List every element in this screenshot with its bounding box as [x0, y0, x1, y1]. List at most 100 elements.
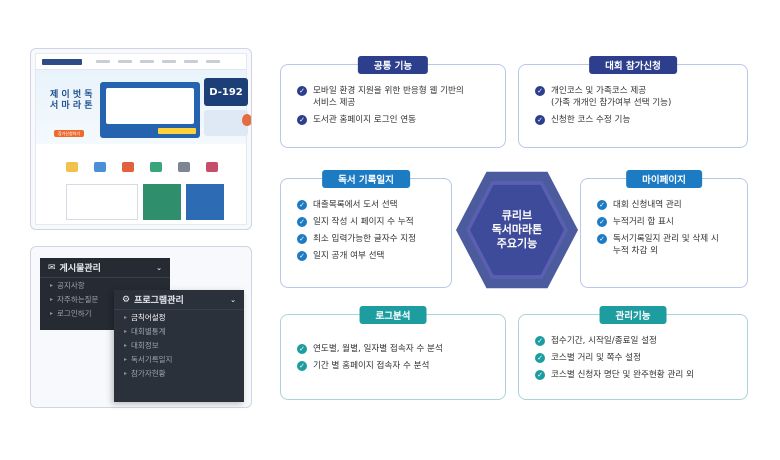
feature-text: 일지 작성 시 페이지 수 누적 [313, 217, 414, 227]
card-title: 로그분석 [359, 306, 427, 324]
feature-text: 코스별 거리 및 쪽수 설정 [551, 353, 641, 363]
feature-item: ✓ 일지 작성 시 페이지 수 누적 [297, 216, 441, 228]
chevron-down-icon: ⌄ [156, 263, 162, 272]
quick-icon[interactable] [122, 162, 134, 172]
feature-item: ✓ 접수기간, 시작일/종료일 설정 [535, 335, 737, 347]
admin-menu-posts-header[interactable]: ✉게시물관리 ⌄ [40, 258, 170, 278]
feature-text: 접수기간, 시작일/종료일 설정 [551, 336, 657, 346]
admin-menu-item-label: 참가자현황 [131, 368, 166, 378]
admin-menu-item[interactable]: ▸자주하는질문 [40, 292, 170, 306]
quick-icon[interactable] [150, 162, 162, 172]
card-common-features: 공통 기능 ✓모바일 환경 지원을 위한 반응형 웹 기반의 서비스 제공 ✓ 도… [280, 56, 506, 148]
admin-menu-item-label: 로그인하기 [57, 308, 92, 318]
dday-info-box [204, 110, 248, 136]
check-icon: ✓ [597, 234, 607, 244]
website-header [36, 54, 246, 70]
feature-item: ✓ 기간 별 홈페이지 접속자 수 분석 [297, 360, 495, 372]
feature-item: ✓신청한 코스 수정 기능 [535, 114, 737, 126]
admin-menu-item[interactable]: ▸독서기록일지 [114, 352, 244, 366]
check-icon: ✓ [297, 200, 307, 210]
chevron-down-icon: ⌄ [230, 295, 236, 304]
admin-menu-item-label: 공지사항 [57, 280, 85, 290]
feature-item: ✓ 도서관 홈페이지 로그인 연동 [297, 114, 495, 126]
card-registration: 대회 참가신청 ✓ 개인코스 및 가족코스 제공 (가족 개개인 참가여부 선택 … [518, 56, 748, 148]
feature-item: ✓대회 신청내역 관리 [597, 199, 737, 211]
content-box [143, 184, 181, 220]
card-reading-log: 독서 기록일지 ✓대출목록에서 도서 선택 ✓일지 작성 시 페이지 수 누적 … [280, 170, 452, 288]
hero-title: 제 이 벗 독 서 마 라 톤 [50, 90, 93, 111]
quick-icon[interactable] [94, 162, 106, 172]
check-icon: ✓ [535, 353, 545, 363]
card-title: 공통 기능 [357, 56, 429, 74]
quick-icon[interactable] [178, 162, 190, 172]
admin-menu-item-label: 독서기록일지 [131, 354, 173, 364]
admin-menu-item[interactable]: ▸대회별통계 [114, 324, 244, 338]
card-title: 관리기능 [599, 306, 667, 324]
card-management: 관리기능 ✓ 접수기간, 시작일/종료일 설정 ✓ 코스별 거리 및 쪽수 설정 ✓… [518, 306, 748, 400]
feature-item: ✓ 개인코스 및 가족코스 제공 (가족 개개인 참가여부 선택 기능) [535, 85, 737, 109]
admin-menu-programs: ⚙프로그램관리 ⌄ ▸금칙어설정 ▸대회별통계 ▸대회정보 ▸독서기록일지 ▸참… [114, 290, 244, 402]
check-icon: ✓ [535, 86, 545, 96]
feature-text: 개인코스 및 가족코스 제공 (가족 개개인 참가여부 선택 기능) [551, 86, 672, 108]
quick-icon[interactable] [206, 162, 218, 172]
admin-menu-programs-header[interactable]: ⚙프로그램관리 ⌄ [114, 290, 244, 310]
balloon-icon [242, 114, 251, 126]
check-icon: ✓ [297, 217, 307, 227]
hero-apply-button[interactable]: 참가신청하기 [54, 130, 84, 137]
feature-text: 도서관 홈페이지 로그인 연동 [313, 115, 417, 125]
caret-right-icon: ▸ [50, 281, 54, 289]
feature-item: ✓ 코스별 신청자 명단 및 완주현황 관리 외 [535, 369, 737, 381]
feature-text: 신청한 코스 수정 기능 [551, 115, 631, 125]
website-content-boxes [66, 184, 224, 220]
check-icon: ✓ [297, 115, 307, 125]
feature-text: 연도별, 월별, 일자별 접속자 수 분석 [313, 344, 443, 354]
feature-item: ✓ 누적거리 합 표시 [597, 216, 737, 228]
caret-right-icon: ▸ [50, 309, 54, 317]
admin-menu-item[interactable]: ▸참가자현황 [114, 366, 244, 380]
website-hero-banner: 제 이 벗 독 서 마 라 톤 D-192 [36, 70, 251, 144]
feature-text: 누적거리 합 표시 [613, 217, 674, 227]
card-title: 마이페이지 [626, 170, 702, 188]
admin-menu-item[interactable]: ▸대회정보 [114, 338, 244, 352]
feature-item: ✓연도별, 월별, 일자별 접속자 수 분석 [297, 343, 495, 355]
card-title: 대회 참가신청 [589, 56, 677, 74]
admin-menu-item[interactable]: ▸로그인하기 [40, 306, 170, 320]
check-icon: ✓ [297, 251, 307, 261]
admin-menu-item-label: 대회별통계 [131, 326, 166, 336]
quick-icon[interactable] [66, 162, 78, 172]
card-log-analytics: 로그분석 ✓연도별, 월별, 일자별 접속자 수 분석 ✓ 기간 별 홈페이지 접… [280, 306, 506, 400]
check-icon: ✓ [535, 370, 545, 380]
website-logo [42, 58, 82, 65]
feature-item: ✓ 독서기록일지 관리 및 삭제 시 누적 차감 외 [597, 233, 737, 257]
check-icon: ✓ [597, 217, 607, 227]
card-title: 독서 기록일지 [322, 170, 410, 188]
admin-menu-programs-title: 프로그램관리 [134, 296, 184, 306]
feature-text: 최소 입력가능한 글자수 지정 [313, 234, 417, 244]
admin-menu-item[interactable]: ▸공지사항 [40, 278, 170, 292]
dday-counter: D-192 [204, 78, 248, 106]
feature-text: 기간 별 홈페이지 접속자 수 분석 [313, 361, 430, 371]
feature-text: 독서기록일지 관리 및 삭제 시 누적 차감 외 [613, 234, 719, 256]
feature-item: ✓대출목록에서 도서 선택 [297, 199, 441, 211]
content-box [66, 184, 138, 220]
admin-menu-item[interactable]: ▸금칙어설정 [114, 310, 244, 324]
check-icon: ✓ [297, 361, 307, 371]
website-nav [96, 60, 220, 63]
caret-right-icon: ▸ [124, 341, 128, 349]
gear-icon: ⚙ [122, 294, 131, 305]
center-hexagon: 큐리브 독서마라톤 주요기능 [456, 168, 578, 292]
hero-course-map [100, 82, 200, 138]
admin-menu-posts-title: 게시물관리 [59, 264, 101, 274]
admin-menu-item-label: 대회정보 [131, 340, 159, 350]
feature-item: ✓일지 공개 여부 선택 [297, 250, 441, 262]
feature-text: 코스별 신청자 명단 및 완주현황 관리 외 [551, 370, 694, 380]
card-mypage: 마이페이지 ✓대회 신청내역 관리 ✓ 누적거리 합 표시 ✓ 독서기록일지 관리 … [580, 170, 748, 288]
admin-menu-item-label: 자주하는질문 [57, 294, 99, 304]
feature-item: ✓모바일 환경 지원을 위한 반응형 웹 기반의 서비스 제공 [297, 85, 495, 109]
admin-menu-item-label: 금칙어설정 [131, 312, 166, 322]
website-preview: 제 이 벗 독 서 마 라 톤 D-192 참가신청하기 [35, 53, 251, 225]
chat-icon: ✉ [48, 262, 56, 273]
website-quick-icons [66, 162, 218, 172]
caret-right-icon: ▸ [124, 355, 128, 363]
check-icon: ✓ [535, 336, 545, 346]
